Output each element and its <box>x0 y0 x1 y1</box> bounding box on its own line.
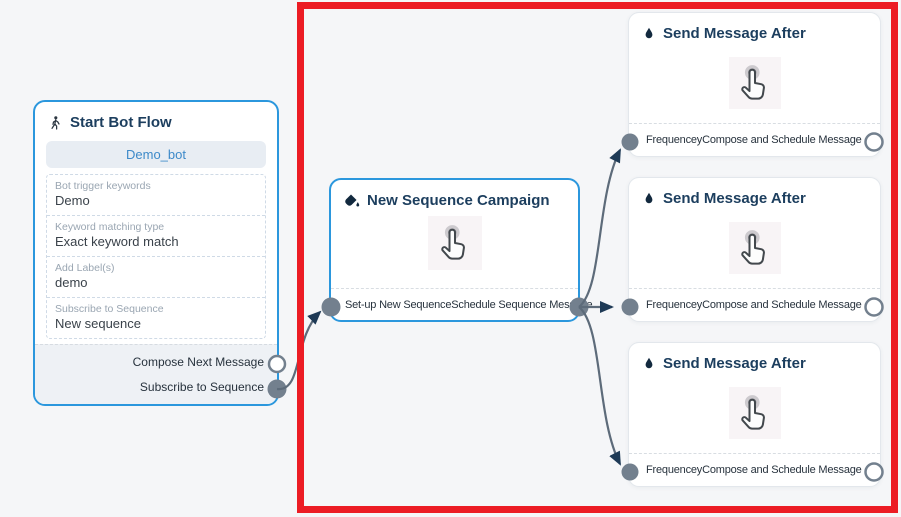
field-label: Add Label(s) <box>55 262 115 275</box>
hand-click-icon[interactable] <box>728 222 781 274</box>
field-row[interactable]: Add Label(s) demo <box>47 256 265 297</box>
edge-campaign-to-send-1[interactable] <box>578 148 621 308</box>
node-header: Send Message After <box>629 13 880 48</box>
node-header: Send Message After <box>629 343 880 378</box>
water-drop-icon <box>642 191 656 206</box>
output-label-compose-schedule-message: Compose and Schedule Message <box>702 299 862 311</box>
edge-campaign-to-send-3[interactable] <box>578 306 621 466</box>
ports-panel: Frequencey Compose and Schedule Message <box>629 123 880 156</box>
input-label-setup-new-sequence: Set-up New Sequence <box>345 298 452 311</box>
node-header: Start Bot Flow <box>35 102 277 137</box>
field-value: demo <box>55 275 88 291</box>
water-drop-icon <box>642 356 656 371</box>
ports-panel: Set-up New Sequence Schedule Sequence Me… <box>331 288 593 320</box>
hand-click-icon[interactable] <box>728 57 781 109</box>
node-send-message-after-1[interactable]: Send Message After Frequencey Compose an… <box>628 12 881 157</box>
node-title: Send Message After <box>663 190 806 207</box>
field-value: New sequence <box>55 316 141 332</box>
field-row[interactable]: Bot trigger keywords Demo <box>47 175 265 215</box>
field-label: Keyword matching type <box>55 221 165 234</box>
fill-drip-icon <box>344 193 360 209</box>
node-start-bot-flow[interactable]: Start Bot Flow Demo_bot Bot trigger keyw… <box>33 100 279 406</box>
ports-panel: Frequencey Compose and Schedule Message <box>629 288 880 321</box>
field-value: Exact keyword match <box>55 234 179 250</box>
bot-name-button[interactable]: Demo_bot <box>46 141 266 168</box>
output-label-subscribe-to-sequence: Subscribe to Sequence <box>139 379 264 394</box>
node-title: Start Bot Flow <box>70 114 172 131</box>
walking-person-icon <box>48 115 63 131</box>
input-label-frequencey: Frequencey <box>646 299 703 311</box>
node-title: New Sequence Campaign <box>367 192 550 209</box>
field-value: Demo <box>55 193 90 209</box>
node-title: Send Message After <box>663 25 806 42</box>
field-label: Bot trigger keywords <box>55 180 151 192</box>
node-header: Send Message After <box>629 178 880 213</box>
output-label-compose-schedule-message: Compose and Schedule Message <box>702 464 862 476</box>
output-ports-panel: Compose Next Message Subscribe to Sequen… <box>35 344 277 404</box>
field-row[interactable]: Keyword matching type Exact keyword matc… <box>47 215 265 256</box>
node-title: Send Message After <box>663 355 806 372</box>
output-label-schedule-sequence-message: Schedule Sequence Message <box>451 298 593 311</box>
ports-panel: Frequencey Compose and Schedule Message <box>629 453 880 486</box>
output-label-compose-next-message: Compose Next Message <box>132 355 264 370</box>
edge-start-to-campaign[interactable] <box>276 310 322 391</box>
hand-click-icon[interactable] <box>728 387 781 439</box>
water-drop-icon <box>642 26 656 41</box>
field-list: Bot trigger keywords Demo Keyword matchi… <box>46 174 266 340</box>
node-send-message-after-2[interactable]: Send Message After Frequencey Compose an… <box>628 177 881 322</box>
hand-click-icon[interactable] <box>427 216 482 270</box>
node-send-message-after-3[interactable]: Send Message After Frequencey Compose an… <box>628 342 881 487</box>
node-new-sequence-campaign[interactable]: New Sequence Campaign Set-up New Sequenc… <box>329 178 593 322</box>
field-row[interactable]: Subscribe to Sequence New sequence <box>47 297 265 338</box>
field-label: Subscribe to Sequence <box>55 303 164 316</box>
output-label-compose-schedule-message: Compose and Schedule Message <box>702 134 862 146</box>
input-label-frequencey: Frequencey <box>646 464 703 476</box>
input-label-frequencey: Frequencey <box>646 134 703 146</box>
node-header: New Sequence Campaign <box>331 180 578 215</box>
